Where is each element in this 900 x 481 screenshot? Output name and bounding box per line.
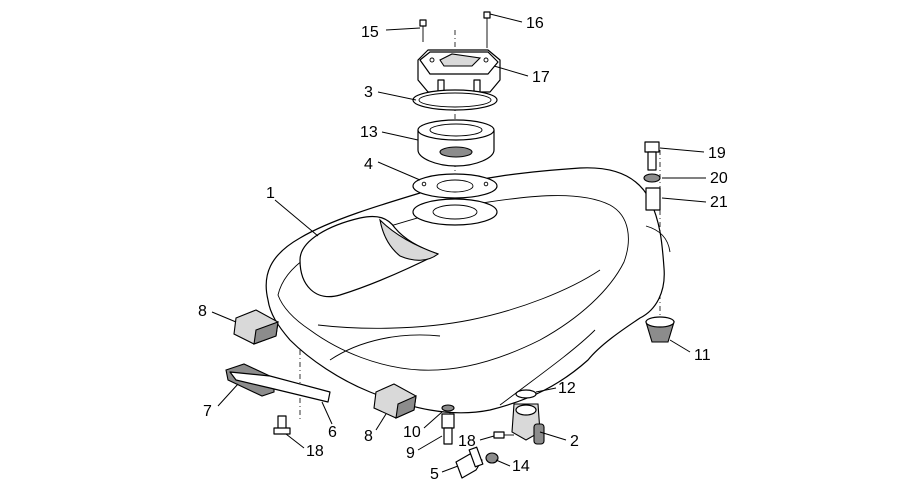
leader-18-right [479,435,495,441]
callout-4: 4 [364,156,373,173]
callout-16: 16 [526,15,544,32]
gasket-ring-3 [412,89,498,111]
seal-10 [441,404,455,412]
washer-20 [643,173,661,183]
screw-18-right [493,431,514,439]
screw-16 [483,11,491,48]
leader-1 [274,199,319,237]
leader-13 [381,131,419,141]
callout-9: 9 [406,445,415,462]
leader-8-right [375,413,387,431]
leader-16 [489,13,523,23]
leader-11 [669,339,691,353]
callout-18-left: 18 [306,443,324,460]
fuel-tap-2 [511,403,545,445]
screw-18-left [273,415,291,435]
spacer-21 [645,187,661,211]
fitting-9 [441,413,455,445]
callout-8-left: 8 [198,303,207,320]
callout-2: 2 [570,433,579,450]
plate-6 [229,371,331,403]
leader-14 [495,459,511,467]
rubber-mount-11 [645,316,675,343]
leader-12 [535,387,557,393]
callout-10: 10 [403,424,421,441]
leader-18-left [285,433,305,449]
leader-7 [217,383,239,407]
leader-6 [321,401,333,425]
leader-17 [493,65,529,77]
leader-21 [661,197,707,203]
callout-14: 14 [512,458,530,475]
tank-opening-flange [412,198,498,226]
leader-3 [377,91,417,101]
oring-12 [515,389,537,399]
callout-8-right: 8 [364,428,373,445]
leader-10 [423,411,443,429]
callout-11: 11 [694,347,711,364]
callout-18-right: 18 [458,433,476,450]
filler-neck-13 [417,119,495,167]
rubber-pad-8-left [233,309,279,345]
callout-20: 20 [710,170,728,187]
clip-14 [485,452,499,464]
fuel-cap-ring [417,49,501,97]
leader-15 [385,27,421,31]
callout-19: 19 [708,145,726,162]
callout-17: 17 [532,69,550,86]
leader-5 [441,465,459,473]
callout-21: 21 [710,194,728,211]
leader-8-left [211,311,237,323]
leader-4 [377,161,421,181]
callout-7: 7 [203,403,212,420]
callout-15: 15 [361,24,379,41]
callout-1: 1 [266,185,275,202]
t-fitting-5 [455,446,484,479]
callout-3: 3 [364,84,373,101]
screw-15 [419,19,427,42]
leader-2 [539,431,567,441]
filler-recess [299,215,440,298]
leader-19 [659,147,705,153]
callout-5: 5 [430,466,439,481]
screw-19 [644,141,660,171]
callout-13: 13 [360,124,378,141]
rubber-pad-8-right [373,383,417,419]
leader-9 [417,435,443,451]
callout-12: 12 [558,380,576,397]
callout-6: 6 [328,424,337,441]
gasket-plate-4 [412,173,498,199]
